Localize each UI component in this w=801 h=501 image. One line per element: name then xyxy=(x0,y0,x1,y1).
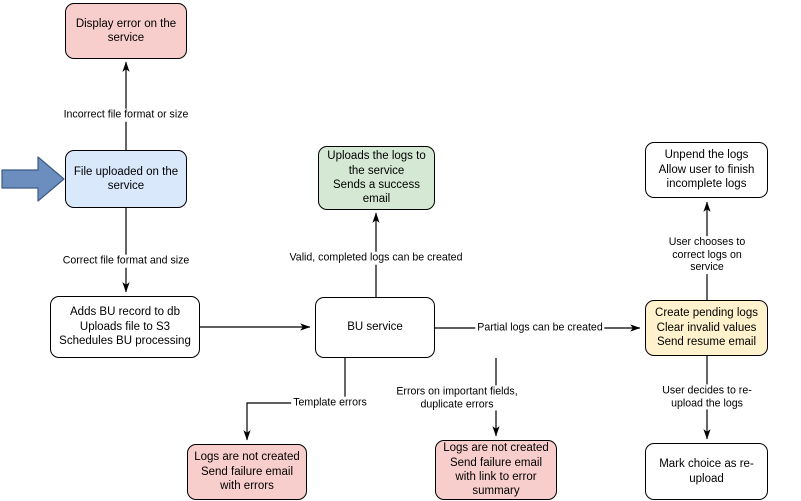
edge-label-user-chooses-correct: User chooses to correct logs on service xyxy=(660,236,754,274)
entry-arrow-icon xyxy=(1,156,65,202)
node-logs-not-created-summary[interactable]: Logs are not created Send failure email … xyxy=(435,440,557,500)
node-adds-bu-record[interactable]: Adds BU record to db Uploads file to S3 … xyxy=(50,296,200,358)
node-mark-choice-reupload[interactable]: Mark choice as re- upload xyxy=(645,443,768,500)
node-uploads-logs[interactable]: Uploads the logs to the service Sends a … xyxy=(318,146,435,210)
node-logs-not-created-errors[interactable]: Logs are not created Send failure email … xyxy=(187,444,307,500)
edge-label-template-errors: Template errors xyxy=(291,396,369,410)
node-bu-service[interactable]: BU service xyxy=(315,297,435,358)
edge-label-user-decides-reupload: User decides to re-upload the logs xyxy=(660,384,754,410)
node-display-error[interactable]: Display error on the service xyxy=(65,3,187,59)
edge-label-partial-logs: Partial logs can be created xyxy=(475,321,605,335)
edge-label-errors-important-fields: Errors on important fields, duplicate er… xyxy=(394,385,520,411)
edge-label-correct-format: Correct file format and size xyxy=(60,254,192,268)
node-create-pending-logs[interactable]: Create pending logs Clear invalid values… xyxy=(645,300,768,356)
node-unpend-logs[interactable]: Unpend the logs Allow user to finish inc… xyxy=(645,142,768,198)
edge-label-valid-completed: Valid, completed logs can be created xyxy=(287,251,465,265)
node-file-uploaded[interactable]: File uploaded on the service xyxy=(65,150,187,208)
edge-label-incorrect-format: Incorrect file format or size xyxy=(61,108,191,122)
